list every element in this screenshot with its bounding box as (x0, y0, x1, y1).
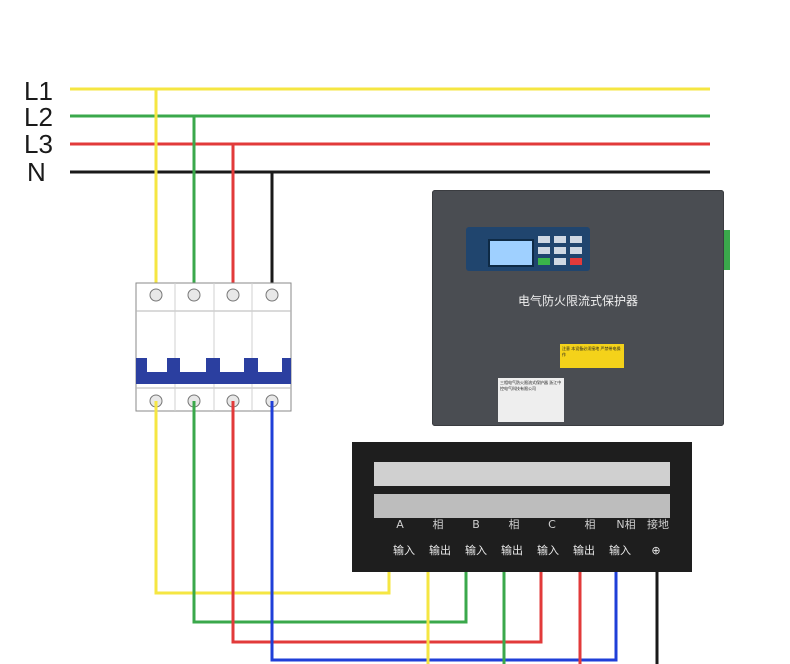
terminal-top-label-2: 相 (432, 518, 444, 531)
wire-n-out (270, 401, 618, 662)
name-plate: 三相电气防火限流式保护器 浙江中控电气科技有限公司 (498, 378, 564, 422)
terminal-top-label-1: A (396, 518, 404, 531)
terminal-label-4: 输出 (501, 544, 523, 557)
circuit-breaker (135, 282, 292, 412)
side-connector (724, 230, 730, 270)
terminal-label-8: ⊕ (651, 544, 661, 557)
fire-protector-device: 电气防火限流式保护器 注意 本设备必须接地 严禁带电操作 三相电气防火限流式保护… (432, 190, 730, 426)
bus-label-l1: L1 (24, 76, 53, 106)
terminal-label-6: 输出 (573, 544, 595, 557)
keypad (538, 236, 584, 266)
lcd-display (488, 239, 534, 267)
terminal-top-label-4: 相 (508, 518, 520, 531)
device-title: 电气防火限流式保护器 (517, 294, 638, 308)
terminal-label-2: 输出 (429, 544, 451, 557)
terminal-block: A 相 B 相 C 相 N相 接地 输入 输出 输入 输出 输入 输出 输入 ⊕ (352, 442, 692, 572)
terminal-top-label-7: N相 (616, 518, 636, 531)
warning-label: 注意 本设备必须接地 严禁带电操作 (560, 344, 624, 368)
terminal-top-label-6: 相 (584, 518, 596, 531)
terminal-rail-top (374, 462, 670, 486)
bus-label-n: N (27, 157, 46, 187)
terminal-label-1: 输入 (393, 544, 415, 557)
terminal-rail-bottom (374, 494, 670, 518)
terminal-top-label-5: C (548, 518, 556, 531)
terminal-top-label-8: 接地 (647, 518, 669, 531)
terminal-label-5: 输入 (537, 544, 559, 557)
terminal-top-label-3: B (472, 518, 480, 531)
terminal-label-7: 输入 (609, 544, 631, 557)
wire-l3-out (231, 401, 543, 644)
bus-label-l2: L2 (24, 102, 53, 132)
bus-label-l3: L3 (24, 129, 53, 159)
terminal-label-3: 输入 (465, 544, 487, 557)
